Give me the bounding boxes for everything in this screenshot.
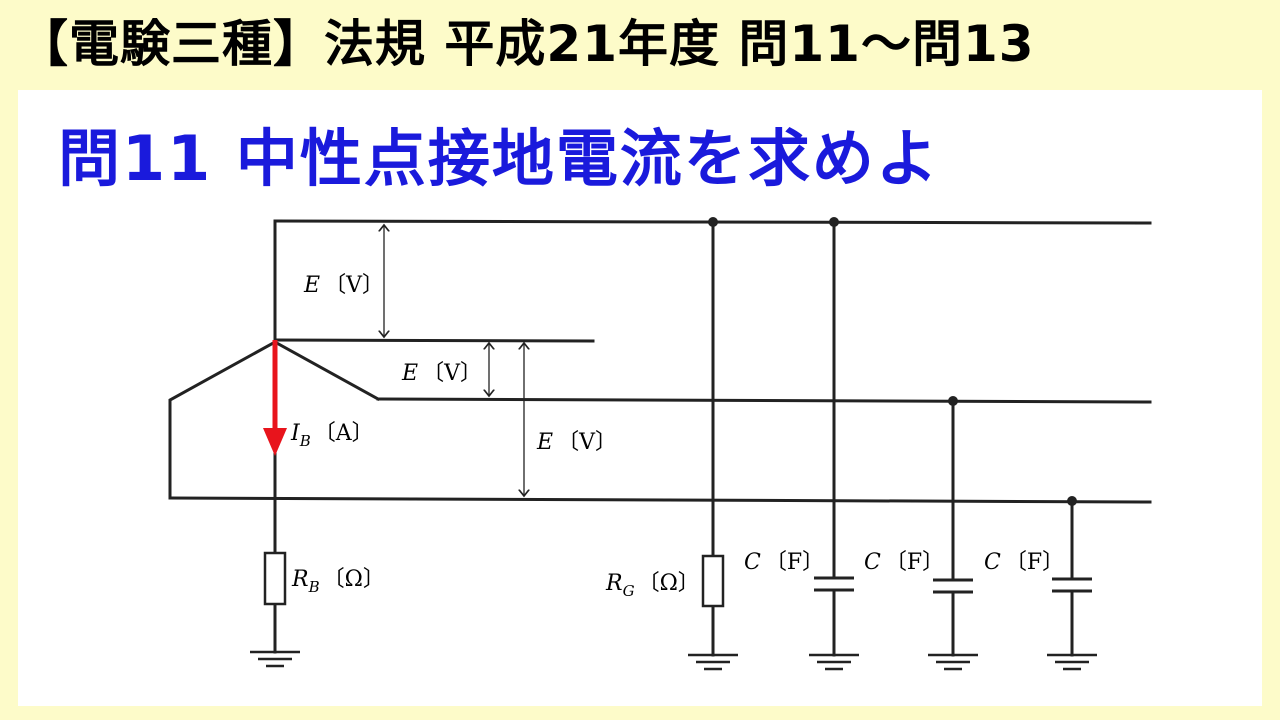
line-phase-c: [376, 397, 1152, 404]
label-rb: RB〔Ω〕: [291, 567, 385, 596]
junction-dot: [829, 217, 839, 227]
label-e-big: E〔V〕: [536, 430, 617, 455]
label-rg: RG〔Ω〕: [605, 571, 700, 600]
label-e-top: E〔V〕: [303, 273, 384, 298]
diagram-panel: [18, 90, 1262, 706]
ground-rg: [688, 653, 738, 671]
resistor-rb: [263, 551, 287, 606]
label-c1: C〔F〕: [744, 550, 824, 575]
winding-right: [272, 339, 381, 402]
junction-dot: [708, 217, 718, 227]
line-phase-b-stub: [273, 338, 595, 343]
ground-c2: [928, 653, 978, 671]
winding-left: [168, 339, 278, 500]
page-title: 【電験三種】法規 平成21年度 問11〜問13: [18, 15, 1035, 73]
junction-dot: [948, 396, 958, 406]
ground-c3: [1047, 653, 1097, 671]
question-title: 問11 中性点接地電流を求めよ: [58, 122, 940, 195]
resistor-rg: [701, 554, 725, 608]
label-c2: C〔F〕: [864, 550, 944, 575]
label-c3: C〔F〕: [984, 550, 1064, 575]
ground-rb: [250, 650, 300, 668]
label-e-mid: E〔V〕: [401, 361, 482, 386]
junction-dot: [1067, 496, 1077, 506]
current-arrow-ib-head: [263, 428, 287, 456]
ground-symbols: [250, 650, 1097, 671]
label-ib: IB〔A〕: [290, 421, 374, 450]
line-phase-d: [168, 496, 1152, 504]
ground-c1: [809, 653, 859, 671]
